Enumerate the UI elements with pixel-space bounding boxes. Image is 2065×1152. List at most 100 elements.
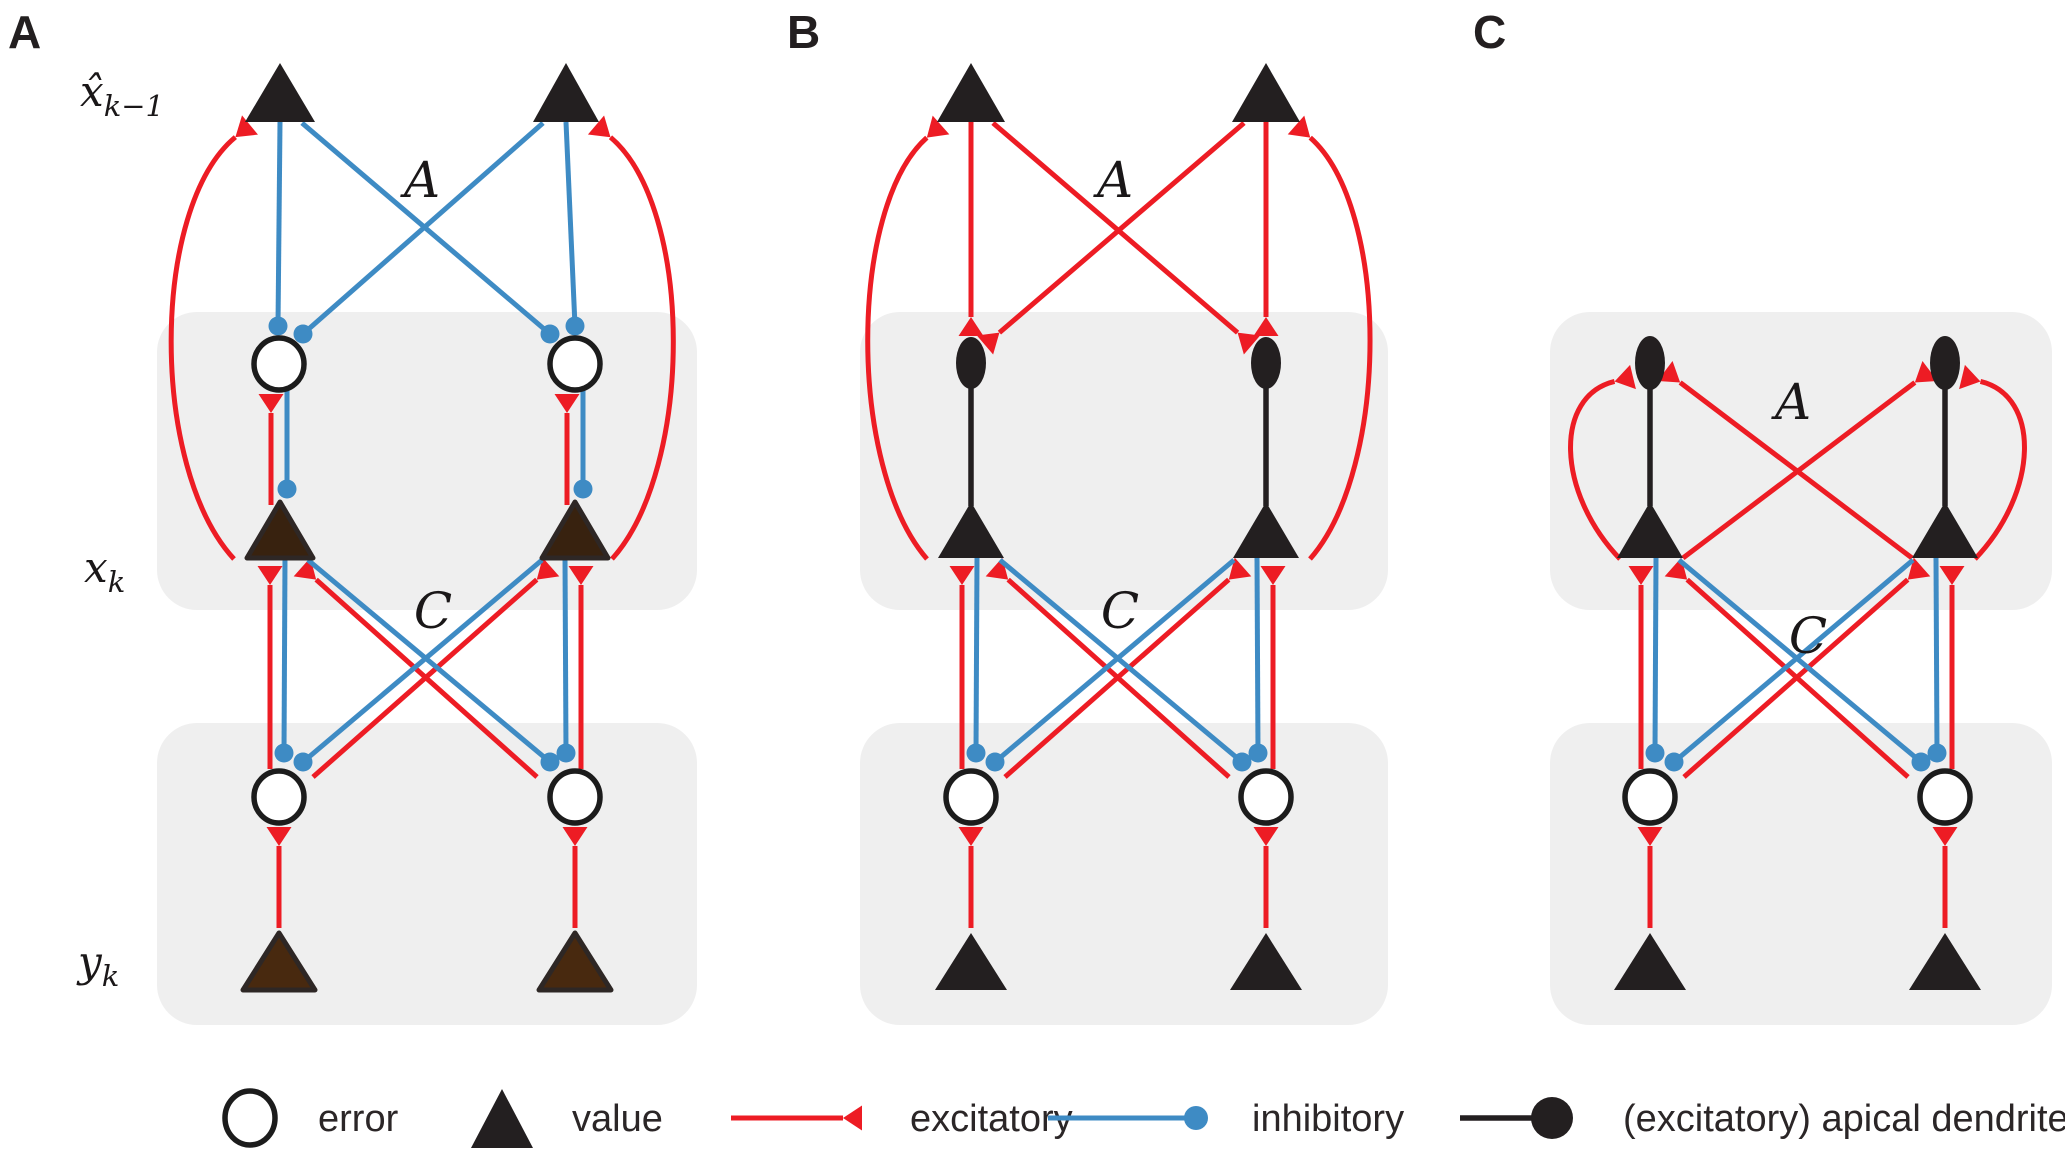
excitatory-synapse-icon bbox=[257, 566, 283, 585]
excitatory-synapse-icon bbox=[1959, 364, 1981, 390]
a-excitatory-loop-right bbox=[608, 135, 676, 561]
a-value-neuron-y-right bbox=[536, 930, 614, 993]
panel-a-state-layer-box bbox=[157, 312, 697, 610]
b-excitatory-xhat-cross-lr bbox=[991, 121, 1240, 335]
excitatory-synapse-icon bbox=[258, 394, 284, 413]
inhibitory-bouton-icon bbox=[1927, 743, 1947, 763]
b-apical-dendrite-right bbox=[1251, 337, 1281, 389]
b-value-neuron-x-right bbox=[1233, 502, 1299, 558]
c-inhibitory-value-to-obs-error-left bbox=[1652, 557, 1659, 754]
matrix-a-label-panel-b: A bbox=[1093, 151, 1133, 209]
c-value-neuron-y-right bbox=[1909, 933, 1981, 990]
excitatory-synapse-icon bbox=[976, 332, 1000, 355]
inhibitory-bouton-icon bbox=[1184, 1106, 1208, 1130]
a-error-neuron-obs-left bbox=[251, 768, 307, 826]
a-excitatory-loop-left bbox=[168, 135, 237, 561]
legend-excitatory-label: excitatory bbox=[910, 1098, 1073, 1140]
legend-inhibitory-label: inhibitory bbox=[1252, 1098, 1404, 1140]
c-excitatory-self-loop-right bbox=[1973, 379, 2027, 561]
inhibitory-bouton-icon bbox=[277, 479, 297, 499]
inhibitory-bouton-icon bbox=[1664, 752, 1684, 772]
panel-b-state-layer-box bbox=[860, 312, 1388, 610]
c-excitatory-obs-cross-rl bbox=[1685, 577, 1910, 779]
a-inhibitory-value-cross-rl bbox=[301, 558, 544, 764]
excitatory-synapse-icon bbox=[562, 827, 588, 846]
a-inhibitory-xhat-to-error-left bbox=[275, 121, 283, 327]
legend-apical-dendrite-label: (excitatory) apical dendrite bbox=[1623, 1098, 2065, 1140]
inhibitory-bouton-icon bbox=[1248, 743, 1268, 763]
a-inhibitory-xhat-to-error-right bbox=[563, 121, 578, 327]
excitatory-synapse-icon bbox=[958, 827, 984, 846]
c-excitatory-self-loop-left bbox=[1568, 379, 1622, 561]
inhibitory-bouton-icon bbox=[293, 324, 313, 344]
matrix-c-label-panel-c: C bbox=[1789, 607, 1827, 665]
legend-error-label: error bbox=[318, 1098, 399, 1140]
inhibitory-bouton-icon bbox=[1645, 743, 1665, 763]
c-apical-dendrite-right bbox=[1930, 336, 1960, 390]
c-excitatory-cross-rl bbox=[1678, 380, 1914, 560]
panel-label-b: B bbox=[787, 6, 820, 58]
inhibitory-bouton-icon bbox=[1232, 752, 1252, 772]
inhibitory-bouton-icon bbox=[556, 743, 576, 763]
inhibitory-bouton-icon bbox=[293, 752, 313, 772]
b-value-neuron-xhat-left bbox=[937, 63, 1005, 122]
inhibitory-bouton-icon bbox=[565, 316, 585, 336]
inhibitory-bouton-icon bbox=[985, 752, 1005, 772]
legend-error-neuron-icon bbox=[222, 1088, 278, 1148]
excitatory-synapse-icon bbox=[1628, 566, 1654, 585]
b-error-neuron-obs-right bbox=[1238, 768, 1294, 826]
inhibitory-bouton-icon bbox=[274, 743, 294, 763]
excitatory-synapse-icon bbox=[266, 827, 292, 846]
inhibitory-bouton-icon bbox=[573, 479, 593, 499]
excitatory-synapse-icon bbox=[1907, 557, 1931, 580]
b-excitatory-obs-cross-rl bbox=[1006, 577, 1231, 779]
b-error-neuron-obs-left bbox=[943, 768, 999, 826]
a-error-neuron-obs-right bbox=[547, 768, 603, 826]
b-inhibitory-value-to-obs-error-right bbox=[1254, 557, 1261, 754]
excitatory-synapse-icon bbox=[1253, 827, 1279, 846]
excitatory-synapse-icon bbox=[1939, 566, 1965, 585]
panel-b-observation-layer-box bbox=[860, 723, 1388, 1025]
excitatory-synapse-icon bbox=[1228, 557, 1252, 580]
panel-label-c: C bbox=[1473, 6, 1506, 58]
excitatory-synapse-icon bbox=[1637, 827, 1663, 846]
a-value-neuron-y-left bbox=[240, 930, 318, 993]
matrix-a-label-panel-a: A bbox=[400, 151, 440, 209]
label-xhat-k-1: x̂k−1 bbox=[80, 67, 164, 123]
excitatory-synapse-icon bbox=[568, 566, 594, 585]
c-value-neuron-y-left bbox=[1614, 933, 1686, 990]
matrix-c-label-panel-b: C bbox=[1101, 582, 1139, 640]
excitatory-synapse-icon bbox=[1237, 332, 1261, 355]
panel-label-a: A bbox=[8, 6, 41, 58]
a-inhibitory-xhat-to-error-cross-rl bbox=[301, 121, 545, 336]
a-value-neuron-xhat-left bbox=[245, 63, 315, 122]
excitatory-synapse-icon bbox=[926, 115, 950, 138]
c-inhibitory-value-to-obs-error-right bbox=[1933, 557, 1940, 754]
excitatory-synapse-icon bbox=[235, 115, 258, 138]
b-inhibitory-value-cross-rl bbox=[993, 558, 1236, 764]
a-error-neuron-state-right bbox=[547, 335, 603, 393]
excitatory-synapse-icon bbox=[958, 317, 984, 336]
c-inhibitory-value-cross-rl bbox=[1672, 558, 1915, 764]
a-inhibitory-value-cross-lr bbox=[306, 558, 552, 764]
b-value-neuron-y-right bbox=[1230, 933, 1302, 990]
b-value-neuron-x-left bbox=[938, 502, 1004, 558]
inhibitory-bouton-icon bbox=[966, 743, 986, 763]
b-apical-dendrite-left bbox=[956, 337, 986, 389]
excitatory-synapse-icon bbox=[1657, 361, 1681, 383]
excitatory-synapse-icon bbox=[1914, 361, 1938, 383]
label-y-k: yk bbox=[76, 937, 119, 993]
excitatory-synapse-icon bbox=[1287, 115, 1311, 138]
excitatory-synapse-icon bbox=[1614, 364, 1636, 390]
c-value-neuron-x-right bbox=[1912, 502, 1978, 558]
b-inhibitory-value-cross-lr bbox=[998, 558, 1244, 764]
c-apical-dendrite-left bbox=[1635, 336, 1665, 390]
a-value-neuron-x-left bbox=[244, 499, 316, 561]
inhibitory-bouton-icon bbox=[540, 324, 560, 344]
b-excitatory-xhat-cross-rl bbox=[997, 121, 1246, 335]
excitatory-synapse-icon bbox=[554, 394, 580, 413]
inhibitory-bouton-icon bbox=[1911, 752, 1931, 772]
a-inhibitory-value-to-obs-error-right bbox=[562, 557, 569, 754]
a-value-neuron-xhat-right bbox=[533, 63, 599, 122]
